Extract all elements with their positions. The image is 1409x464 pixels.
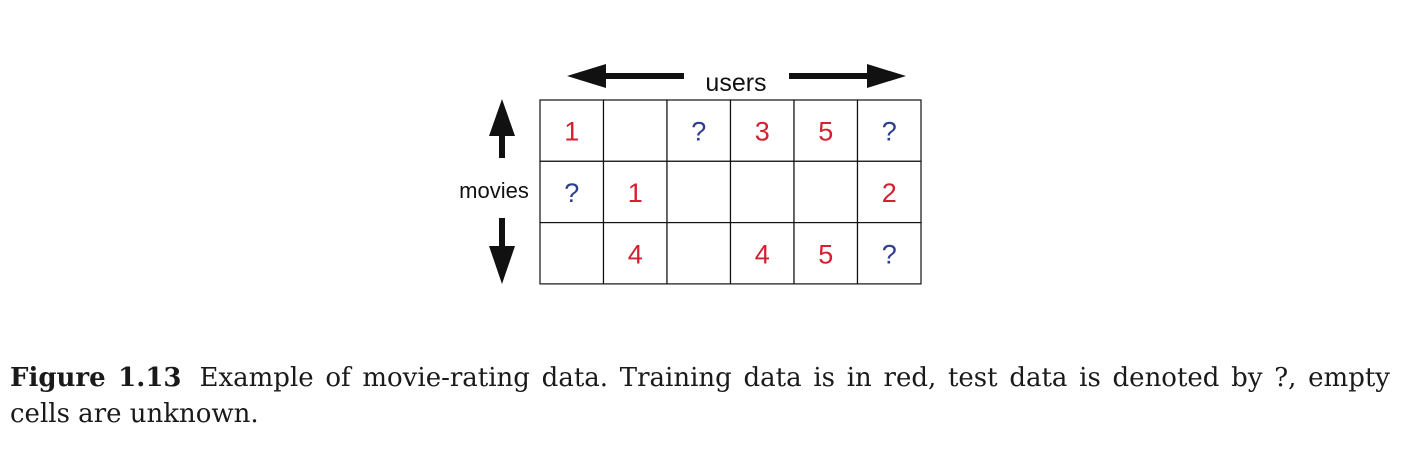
movies-arrow-top-head bbox=[489, 99, 515, 136]
test-rating: ? bbox=[882, 239, 897, 269]
caption-text: Example of movie-rating data. Training d… bbox=[10, 363, 1390, 429]
grid-cell bbox=[539, 99, 605, 162]
grid-cell bbox=[729, 160, 795, 224]
grid-cell bbox=[602, 222, 668, 285]
grid-cell bbox=[729, 222, 795, 285]
users-arrow-right-shaft bbox=[789, 73, 869, 79]
figure-label: Figure 1.13 bbox=[10, 363, 182, 393]
test-rating: ? bbox=[691, 117, 706, 147]
movie-rating-diagram: users movies 1? 3 5?? 1 2 4 4 5? bbox=[459, 64, 922, 285]
movies-arrow-top-shaft bbox=[499, 134, 505, 158]
training-rating: 4 bbox=[755, 239, 770, 269]
grid-cell bbox=[793, 160, 859, 224]
training-rating: 3 bbox=[755, 117, 770, 147]
test-rating: ? bbox=[882, 117, 897, 147]
movies-axis-arrow bbox=[489, 99, 515, 284]
training-rating: 1 bbox=[564, 117, 579, 147]
grid-cell bbox=[666, 222, 732, 285]
grid-cell bbox=[539, 222, 605, 285]
movies-arrow-bottom-head bbox=[489, 246, 515, 284]
training-rating: 1 bbox=[628, 178, 643, 208]
users-arrow-right-head bbox=[867, 64, 906, 88]
movies-arrow-bottom-shaft bbox=[499, 218, 505, 246]
users-label: users bbox=[705, 69, 766, 97]
training-rating: 5 bbox=[818, 117, 833, 147]
users-arrow-left-head bbox=[567, 64, 606, 88]
grid-cell bbox=[666, 160, 732, 224]
training-rating: 2 bbox=[882, 178, 897, 208]
test-rating: ? bbox=[564, 178, 579, 208]
users-arrow-left-shaft bbox=[604, 73, 684, 79]
grid-cell bbox=[856, 160, 922, 224]
movies-label: movies bbox=[459, 178, 529, 203]
rating-grid: 1? 3 5?? 1 2 4 4 5? bbox=[539, 99, 922, 285]
grid-cell bbox=[602, 99, 668, 162]
training-rating: 5 bbox=[818, 239, 833, 269]
users-axis-arrow bbox=[567, 64, 906, 88]
grid-cell bbox=[856, 222, 922, 285]
grid-cell bbox=[856, 99, 922, 162]
training-rating: 4 bbox=[628, 239, 643, 269]
